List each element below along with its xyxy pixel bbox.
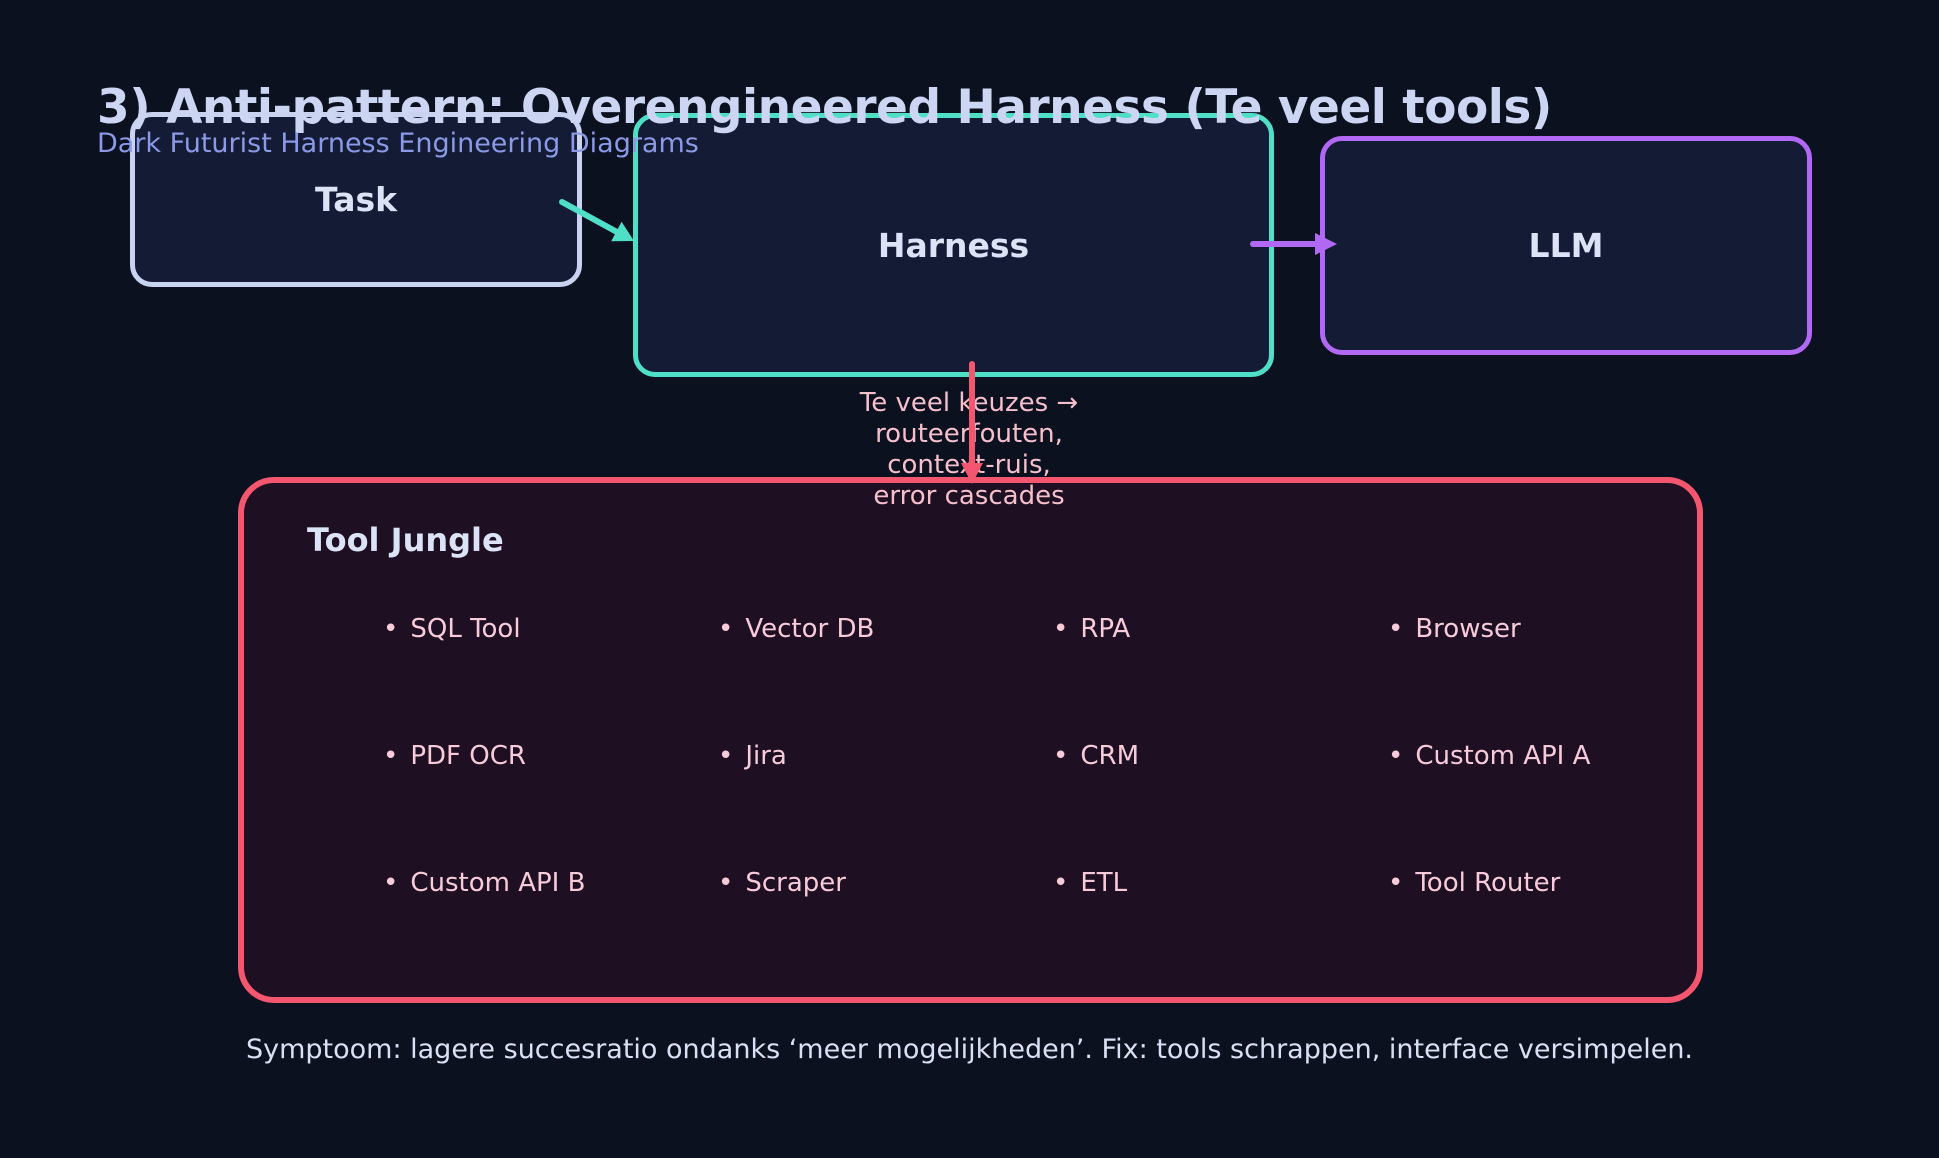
tool-item-label: Scraper — [745, 867, 846, 898]
tool-item-label: Custom API A — [1415, 740, 1591, 771]
tool-item: • ETL — [1053, 868, 1388, 898]
tool-item: • RPA — [1053, 614, 1388, 644]
annotation-line: Te veel keuzes → — [859, 388, 1079, 418]
tool-grid: • SQL Tool • Vector DB • RPA • Browser • PDF … — [383, 565, 1723, 946]
llm-node-label: LLM — [1528, 226, 1604, 265]
tool-item: • Jira — [718, 741, 1053, 771]
tool-item-label: CRM — [1080, 740, 1139, 771]
tool-item-label: PDF OCR — [410, 740, 526, 771]
bullet-icon: • — [718, 867, 734, 898]
tool-jungle-box: Tool Jungle • SQL Tool • Vector DB • RPA • B… — [238, 477, 1703, 1003]
task-node-label: Task — [314, 180, 398, 219]
arrow-annotation: Te veel keuzes → routeerfouten, context-… — [769, 388, 1169, 512]
harness-node: Harness — [633, 113, 1274, 377]
tool-item: • Vector DB — [718, 614, 1053, 644]
page-subtitle: Dark Futurist Harness Engineering Diagra… — [97, 128, 699, 159]
footer-text: Symptoom: lagere succesratio ondanks ‘me… — [245, 1034, 1694, 1065]
tool-item-label: Custom API B — [410, 867, 586, 898]
tool-item: • CRM — [1053, 741, 1388, 771]
bullet-icon: • — [383, 740, 399, 771]
tool-item-label: ETL — [1080, 867, 1128, 898]
tool-item-label: Vector DB — [745, 613, 875, 644]
tool-item-label: Tool Router — [1415, 867, 1561, 898]
annotation-line: context-ruis, — [887, 450, 1051, 480]
bullet-icon: • — [1053, 867, 1069, 898]
tool-item: • Browser — [1388, 614, 1723, 644]
annotation-line: error cascades — [873, 481, 1065, 511]
task-node: Task — [130, 112, 582, 287]
bullet-icon: • — [1388, 867, 1404, 898]
tool-item: • Custom API B — [383, 868, 718, 898]
bullet-icon: • — [1388, 613, 1404, 644]
tool-jungle-title: Tool Jungle — [307, 521, 504, 559]
bullet-icon: • — [1388, 740, 1404, 771]
tool-item: • Custom API A — [1388, 741, 1723, 771]
page-title: 3) Anti-pattern: Overengineered Harness … — [97, 80, 1552, 135]
tool-item-label: RPA — [1080, 613, 1131, 644]
bullet-icon: • — [718, 740, 734, 771]
tool-item-label: SQL Tool — [410, 613, 521, 644]
tool-item: • PDF OCR — [383, 741, 718, 771]
bullet-icon: • — [718, 613, 734, 644]
tool-item-label: Browser — [1415, 613, 1521, 644]
bullet-icon: • — [1053, 740, 1069, 771]
bullet-icon: • — [383, 613, 399, 644]
tool-item-label: Jira — [745, 740, 787, 771]
llm-node: LLM — [1320, 136, 1812, 355]
bullet-icon: • — [1053, 613, 1069, 644]
tool-item: • Tool Router — [1388, 868, 1723, 898]
tool-item: • Scraper — [718, 868, 1053, 898]
tool-item: • SQL Tool — [383, 614, 718, 644]
annotation-line: routeerfouten, — [875, 419, 1063, 449]
bullet-icon: • — [383, 867, 399, 898]
harness-node-label: Harness — [877, 225, 1030, 265]
